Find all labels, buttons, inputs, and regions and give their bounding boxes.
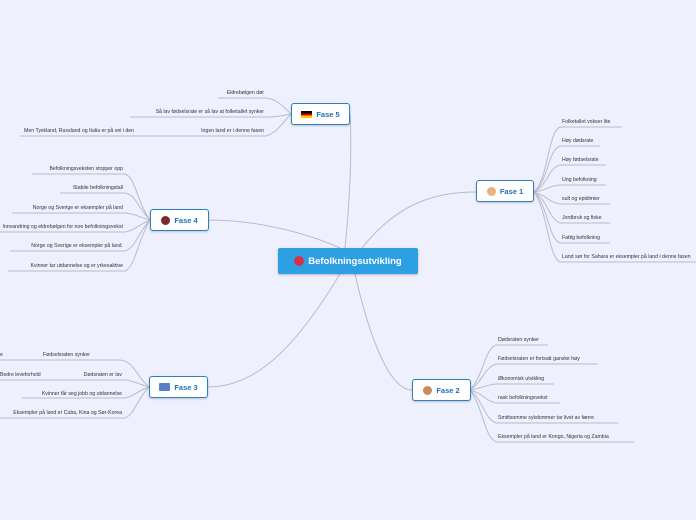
phase-1-item[interactable]: Høy dødsrate [562,138,594,144]
phase-4-label: Fase 4 [174,215,198,225]
phase-4-item[interactable]: Stabile befolkningstall [72,185,123,191]
phase-4-item[interactable]: Kvinner tar utdannelse og er yrkesaktive [30,263,123,269]
phase-4-item[interactable]: Befolkningsveksten stopper opp [49,166,123,172]
phase-2-item[interactable]: Økonomisk utvikling [498,376,545,382]
phase-2-node[interactable]: Fase 2 [412,379,471,401]
phase-5-node[interactable]: Fase 5 [291,103,350,125]
phase-4-node[interactable]: Fase 4 [150,209,209,231]
phase-3-extra-item[interactable]: e [0,352,3,358]
phase-5-item[interactable]: Eldrebølgen dør [226,90,264,96]
phase-2-item[interactable]: Fødselsraten er fortsatt ganske høy [498,356,580,362]
central-topic-label: Befolkningsutvikling [308,255,402,267]
phase-5-item[interactable]: Så lav fødselsrate er så lav at folketal… [155,109,264,115]
phase-2-label: Fase 2 [436,385,460,395]
phase-5-label: Fase 5 [316,109,340,119]
phase-2-item[interactable]: rask befolkningsvekst [498,395,548,401]
phase-4-item[interactable]: Innvandring og eldrebølgen for noe befol… [2,224,123,230]
phase-1-item[interactable]: sult og epidimier [562,196,600,202]
phase-1-label: Fase 1 [499,186,524,196]
face-icon [423,385,433,395]
central-topic[interactable]: Befolkningsutvikling [278,248,418,274]
phase-4-item[interactable]: Norge og Sverige er eksempler på land. [31,243,123,249]
phase-4-item[interactable]: Norge og Sverige er eksempler på land [32,205,123,211]
face-icon [486,186,496,196]
phase-3-node[interactable]: Fase 3 [149,376,208,398]
phase-3-item[interactable]: Kvinner får seg jobb og utdannelse [41,391,122,397]
phase-1-item[interactable]: Ung befolkning [562,177,597,183]
phase-3-item[interactable]: Dødsraten er lav [83,372,122,378]
phase-5-extra-item[interactable]: Men Tyskland, Russland og Italia er på v… [24,128,135,134]
phase-3-item[interactable]: Eksempler på land er Cuba, Kina og Sør-K… [13,410,122,416]
phase-3-label: Fase 3 [174,382,198,392]
phase-1-item[interactable]: Høy fødselsrate [562,157,599,163]
phase-1-item[interactable]: Fattig befolkning [562,235,601,241]
book-icon [159,383,171,391]
phase-1-item[interactable]: Jordbruk og fiske [562,215,602,221]
german-flag-icon [301,110,313,118]
globe-icon [161,215,171,225]
phase-2-item[interactable]: Dødsraten synker [498,337,539,343]
phase-1-item[interactable]: Land sør for Sahara er eksempler på land… [562,254,691,260]
phase-5-item[interactable]: Ingen land er i denne fasen [201,128,264,134]
phase-1-item[interactable]: Folketallet vokser lite [562,119,611,125]
phase-3-item[interactable]: Fødselsraten synker [43,352,90,358]
phase-2-item[interactable]: Smittsomme sykdommer tar livet av færre [498,415,594,421]
phase-3-extra-item[interactable]: Bedre leveforhold [0,372,41,378]
phase-2-item[interactable]: Eksempler på land er Kongo, Nigeria og Z… [498,434,609,440]
heart-icon [294,256,305,266]
phase-1-node[interactable]: Fase 1 [476,180,534,202]
